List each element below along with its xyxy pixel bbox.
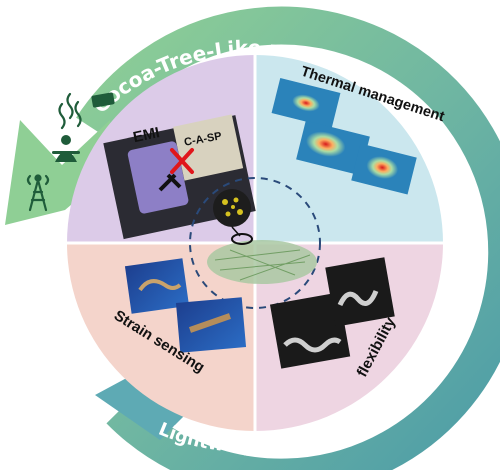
quadrant-flexibility [255,243,443,431]
quadrant-strain [67,243,255,431]
flexibility-photos [269,257,395,369]
phone-sample [127,141,189,214]
outer-ring [5,6,500,470]
sample-sheet [173,114,244,181]
radiation-waves-icon [58,92,82,130]
cellphone-icon [91,92,115,108]
dashed-circle [189,177,321,309]
arrow-icon [158,173,182,192]
blocked-x-icon [170,148,194,174]
nanostructure-illustration [189,177,321,309]
ring-arc [76,6,500,470]
emi-label: EMI [132,124,162,146]
strain-photos [124,258,247,353]
thermal-images [271,78,417,195]
ring-arrow-left [5,120,112,225]
zoom-marker [231,233,253,245]
person-icon [52,135,80,162]
ring-arrow-bottom [95,360,185,440]
cell-tower-icon [26,174,50,212]
